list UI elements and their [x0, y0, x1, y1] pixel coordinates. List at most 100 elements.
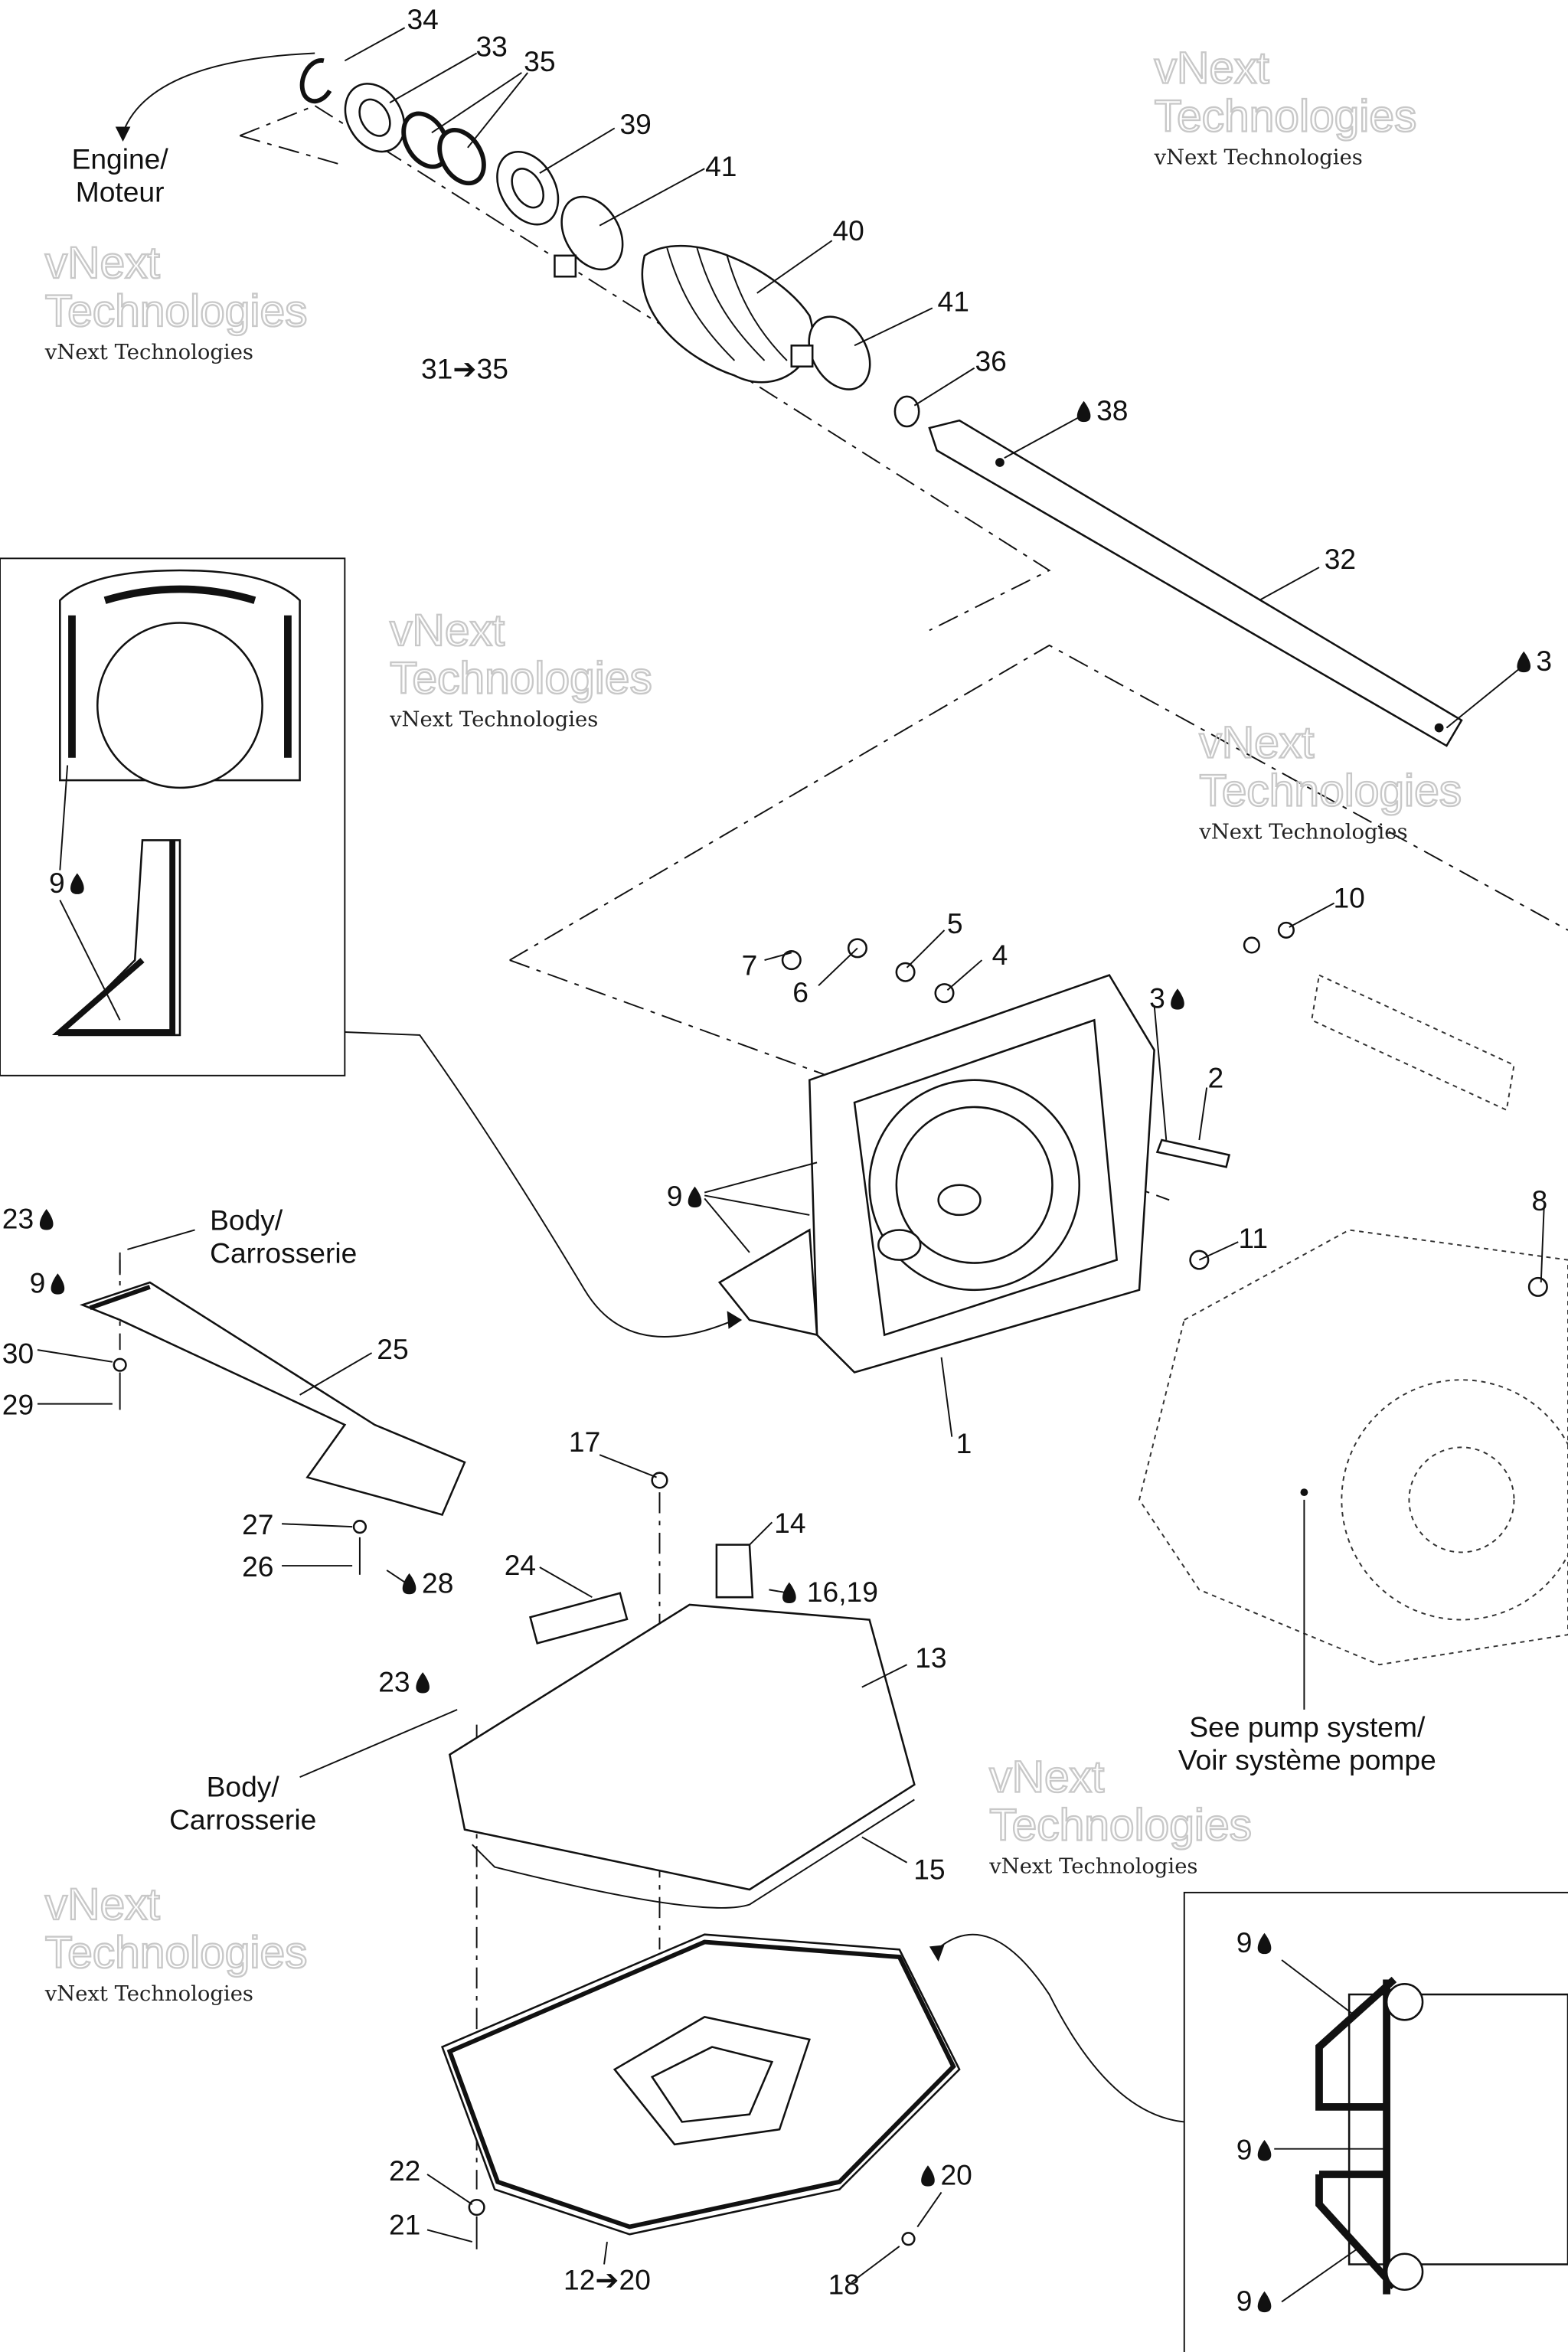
- lubricant-drop-icon: [402, 1573, 416, 1595]
- callout-number: 9: [1236, 2133, 1253, 2165]
- callout-number: 38: [1096, 394, 1128, 426]
- lubricant-drop-icon: [1076, 400, 1091, 423]
- callout-number: 39: [619, 108, 651, 140]
- callout-28: 28: [402, 1566, 453, 1599]
- callout-number: 35: [524, 45, 555, 77]
- callout-number: 25: [377, 1333, 408, 1365]
- pad-24: [529, 1592, 629, 1645]
- callout-9c: 9: [30, 1267, 65, 1299]
- callout-number: 7: [742, 949, 758, 982]
- callout-number: 33: [476, 30, 508, 62]
- callout-number: 8: [1531, 1184, 1547, 1217]
- callout-number: 41: [705, 150, 737, 182]
- callout-number: 16,19: [807, 1576, 878, 1608]
- clamp-41a: [560, 195, 624, 271]
- lubricant-drop-icon: [70, 873, 84, 894]
- callout-8: 8: [1531, 1184, 1547, 1217]
- watermark-large-2: Technologies: [1199, 766, 1462, 815]
- callout-number: 31➔35: [421, 352, 508, 384]
- fitting-14: [715, 1544, 754, 1599]
- callout-36: 36: [975, 345, 1007, 377]
- callout-number: 14: [774, 1507, 805, 1539]
- callout-5: 5: [947, 907, 963, 939]
- watermark-large-2: Technologies: [45, 1928, 308, 1978]
- callout-21: 21: [389, 2208, 420, 2240]
- watermark-large-1: vNext: [45, 1880, 160, 1929]
- watermark-large-2: Technologies: [1155, 91, 1417, 141]
- callout-number: 3: [1536, 645, 1552, 677]
- callout-number: 3: [1149, 982, 1165, 1014]
- callout-number: 22: [389, 2154, 420, 2187]
- callout-13: 13: [915, 1642, 946, 1674]
- callout-39: 39: [619, 108, 651, 140]
- callout-number: 9: [1236, 2285, 1253, 2317]
- grease-point-38: [995, 458, 1004, 467]
- callout-41a: 41: [705, 150, 737, 182]
- callout-10: 10: [1333, 882, 1364, 914]
- lubricant-drop-icon: [921, 2165, 935, 2187]
- lubricant-drop-icon: [1257, 2139, 1272, 2161]
- callout-9b: 9: [667, 1180, 702, 1212]
- callout-number: 11: [1239, 1222, 1269, 1254]
- callout-number: 6: [792, 976, 808, 1008]
- callout-number: 23: [378, 1666, 410, 1698]
- bolt-2: [1155, 1138, 1231, 1168]
- callout-number: 1: [956, 1427, 972, 1459]
- callout-number: 9: [49, 867, 65, 899]
- inset-hull-detail: [1183, 1891, 1568, 2352]
- callout-number: 28: [422, 1566, 453, 1599]
- callout-3b: 3: [1149, 982, 1184, 1014]
- note-body2-line: Body/: [207, 1771, 280, 1803]
- callout-26: 26: [242, 1550, 273, 1583]
- callout-23a: 23: [2, 1203, 54, 1235]
- callout-35: 35: [524, 45, 555, 77]
- callout-34: 34: [407, 3, 438, 35]
- lubricant-drop-icon: [782, 1582, 796, 1604]
- watermark-large-1: vNext: [390, 606, 505, 655]
- note-pump-line: Voir système pompe: [1178, 1743, 1436, 1775]
- note-body1-line: Carrosserie: [210, 1237, 357, 1269]
- callout-18: 18: [828, 2269, 860, 2301]
- notes: Engine/MoteurBody/CarrosserieBody/Carros…: [72, 142, 1436, 1835]
- watermark-small: vNext Technologies: [1198, 820, 1407, 844]
- watermark-large-2: Technologies: [390, 654, 652, 704]
- callout-30: 30: [2, 1338, 34, 1370]
- ring-36: [893, 395, 920, 428]
- callout-number: 29: [2, 1388, 34, 1420]
- grease-point-3: [1434, 723, 1444, 733]
- callout-4: 4: [992, 939, 1008, 971]
- lubricant-drop-icon: [1171, 988, 1184, 1010]
- oring-35a: [401, 111, 450, 169]
- callout-20: 20: [921, 2159, 972, 2191]
- oring-35b: [437, 128, 486, 186]
- callout-17: 17: [569, 1426, 600, 1458]
- note-pump-line: See pump system/: [1189, 1710, 1426, 1743]
- watermark-small: vNext Technologies: [1154, 145, 1363, 169]
- callout-number: 5: [947, 907, 963, 939]
- callout-number: 24: [505, 1549, 536, 1581]
- callout-25: 25: [377, 1333, 408, 1365]
- hull-insert-12: [440, 1933, 961, 2249]
- callout-22: 22: [389, 2154, 420, 2187]
- callout-leaders: [37, 27, 1545, 2283]
- callout-number: 17: [569, 1426, 600, 1458]
- lubricant-drop-icon: [416, 1672, 430, 1694]
- lubricant-drop-icon: [39, 1209, 54, 1230]
- callout-number: 9: [1236, 1926, 1253, 1958]
- callout-number: 18: [828, 2269, 860, 2301]
- clamp-screw-a: [554, 254, 577, 278]
- callout-number: 36: [975, 345, 1007, 377]
- clamp-41b: [808, 315, 871, 390]
- callout-33: 33: [476, 30, 508, 62]
- watermark-large-1: vNext: [1155, 44, 1269, 93]
- callout-11: 11: [1239, 1222, 1269, 1254]
- callout-9e: 9: [1236, 2133, 1272, 2165]
- callout-number: 9: [667, 1180, 683, 1212]
- lubricant-drop-icon: [51, 1273, 65, 1295]
